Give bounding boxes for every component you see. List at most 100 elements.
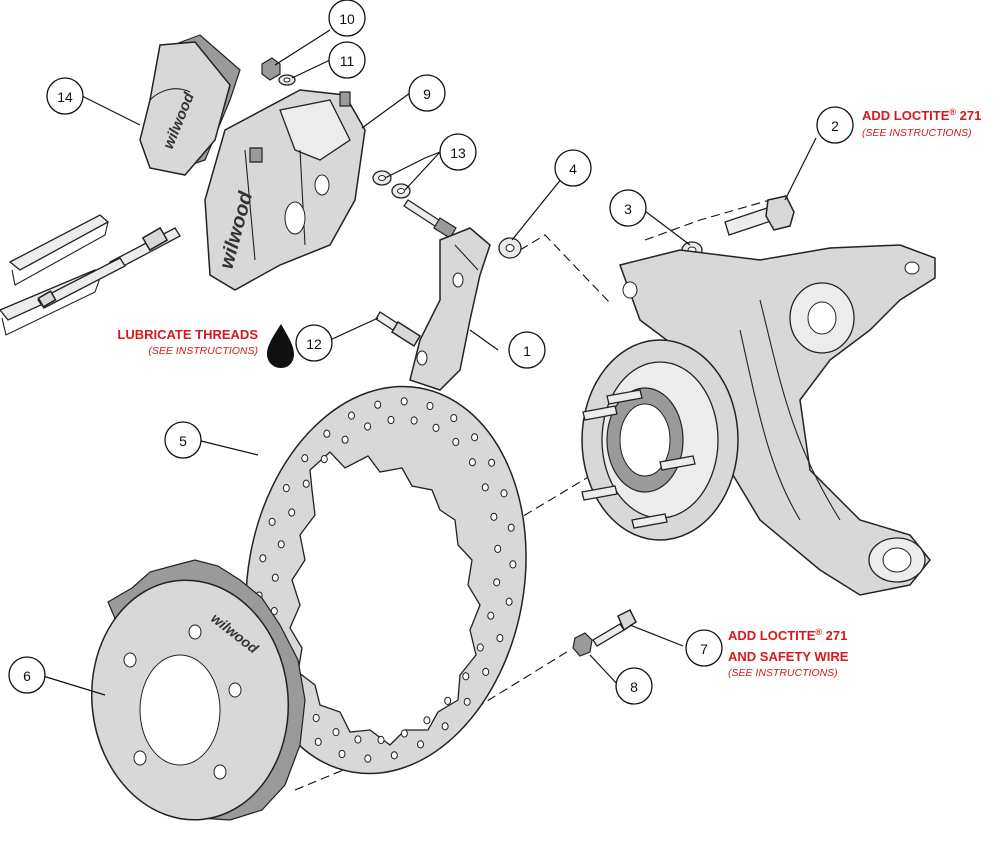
callout-2-number: 2	[831, 118, 839, 134]
rotor-drill-hole	[374, 400, 382, 409]
rotor-drill-hole	[468, 458, 476, 467]
rotor-drill-hole	[493, 578, 501, 587]
loctite-bolt-note-tail: 271	[956, 108, 981, 123]
rotor-drill-hole	[471, 433, 479, 442]
rotor-ring	[245, 385, 527, 775]
rotor-drill-hole	[312, 713, 320, 723]
callout-11-number: 11	[340, 53, 355, 69]
rotor-drill-hole	[496, 634, 504, 643]
loctite-drive-note-sub: (SEE INSTRUCTIONS)	[728, 667, 838, 679]
callout-8-number: 8	[630, 679, 638, 695]
rotor-drill-hole	[390, 751, 398, 760]
rotor-drill-hole	[354, 735, 362, 744]
rotor-drill-hole	[400, 729, 408, 738]
loctite-drive-note-reg: ®	[815, 627, 822, 637]
rotor-drill-hole	[314, 737, 322, 747]
rotor-drill-hole	[462, 672, 470, 681]
rotor-drill-hole	[259, 554, 267, 563]
axis-line-bolt	[644, 199, 771, 241]
rotor-drill-hole	[282, 484, 290, 493]
callout-7-number: 7	[700, 641, 708, 657]
loctite-bolt-note-sub: (SEE INSTRUCTIONS)	[862, 127, 972, 139]
rotor-drill-hole	[463, 697, 471, 706]
rotor-drill-hole	[288, 508, 296, 517]
loctite-bolt-note-main: ADD LOCTITE	[862, 108, 950, 123]
callout-9: 9	[408, 74, 446, 112]
callout-11: 11	[328, 41, 366, 79]
loctite-drive-note-tail: 271	[822, 628, 847, 643]
rotor-drill-hole	[364, 754, 372, 763]
rotor-drill-hole	[450, 414, 458, 423]
callout-3: 3	[609, 189, 647, 227]
rotor-drive-nut	[572, 632, 593, 657]
rotor-drill-hole	[341, 435, 349, 444]
bracket-bolt	[375, 311, 422, 348]
callout-14: 14	[46, 77, 84, 115]
callout-10: 10	[328, 0, 366, 37]
callout-6-number: 6	[23, 668, 31, 684]
rotor-drill-hole	[410, 416, 418, 425]
rotor-drill-hole	[320, 455, 328, 464]
lubricate-note-sub: (SEE INSTRUCTIONS)	[148, 345, 258, 357]
callout-5: 5	[164, 421, 202, 459]
loctite-drive-note: ADD LOCTITE® 271 AND SAFETY WIRE (SEE IN…	[728, 627, 849, 679]
lubricate-note: LUBRICATE THREADS (SEE INSTRUCTIONS)	[117, 327, 258, 357]
rotor-drill-hole	[364, 422, 372, 431]
rotor-drill-hole	[490, 512, 498, 521]
loctite-drive-note-main: ADD LOCTITE	[728, 628, 816, 643]
callout-7: 7	[685, 629, 723, 667]
rotor-drill-hole	[338, 749, 346, 759]
rotor-drive-bolt	[592, 608, 637, 647]
rotor-drill-hole	[377, 735, 385, 745]
rotor-drill-hole	[481, 483, 489, 492]
rotor-drill-hole	[417, 740, 424, 749]
nut-10	[261, 57, 281, 81]
rotor-drill-hole	[500, 489, 508, 498]
rotor-hat: wilwood	[90, 559, 306, 821]
pad-retaining-hardware	[0, 214, 181, 336]
loctite-bolt-note-reg: ®	[949, 107, 956, 117]
lubricate-note-main: LUBRICATE THREADS	[117, 327, 258, 342]
callout-2: 2	[816, 106, 854, 144]
callout-1-number: 1	[523, 343, 531, 359]
rotor-drill-hole	[301, 454, 309, 463]
rotor-drill-hole	[268, 517, 276, 527]
callout-10-number: 10	[339, 11, 355, 27]
rotor-drill-hole	[271, 573, 279, 582]
caliper: wilwood	[204, 89, 366, 291]
svg-text:ADD LOCTITE® 271: ADD LOCTITE® 271	[862, 107, 981, 123]
rotor-drill-hole	[387, 415, 395, 425]
callout-13: 13	[439, 133, 477, 171]
rotor-drill-hole	[452, 437, 460, 447]
rotor-drill-hole	[423, 716, 431, 725]
callout-4-number: 4	[569, 161, 577, 177]
rotor-drill-hole	[323, 429, 331, 438]
rotor-drill-hole	[432, 423, 440, 432]
oil-drop-icon	[267, 324, 294, 368]
svg-text:ADD LOCTITE® 271: ADD LOCTITE® 271	[728, 627, 847, 643]
axis-line-drive-bolt	[439, 649, 571, 731]
rotor-drill-hole	[482, 667, 490, 677]
callout-13-number: 13	[450, 145, 466, 161]
callout-6: 6	[8, 656, 46, 694]
bracket-washers	[372, 170, 457, 239]
callout-5-number: 5	[179, 433, 187, 449]
rotor-drill-hole	[441, 722, 449, 731]
rotor-drill-hole	[332, 728, 340, 737]
brake-pad: wilwood	[139, 34, 241, 176]
rotor-drill-hole	[494, 544, 502, 554]
rotor-drill-hole	[277, 540, 285, 549]
bleeder-nut-and-washer	[261, 57, 296, 86]
rotor-drill-hole	[488, 458, 496, 467]
mounting-bracket	[409, 227, 491, 391]
rotor-drill-hole	[348, 411, 355, 420]
rotor-drill-hole	[509, 560, 517, 569]
rotor-drill-hole	[476, 643, 484, 652]
rotor-drill-hole	[400, 397, 408, 406]
rotor-drill-holes	[255, 397, 517, 763]
rotor-drill-hole	[444, 696, 452, 706]
rotor-drill-hole	[487, 611, 495, 620]
rotor-drill-hole	[507, 523, 515, 532]
callout-1: 1	[508, 331, 546, 369]
